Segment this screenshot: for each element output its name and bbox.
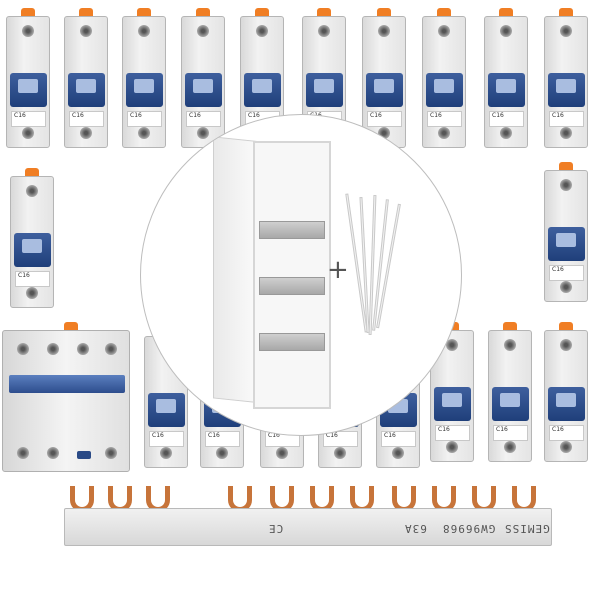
- busbar-brand: GEMISS: [504, 522, 550, 535]
- circuit-breaker: C16: [544, 322, 588, 462]
- breaker-rating-label: C16: [493, 425, 528, 441]
- breaker-rating-label: C16: [186, 111, 221, 127]
- busbar-rating: 63A: [404, 522, 427, 535]
- breaker-rating-label: C16: [427, 111, 462, 127]
- breaker-rating-label: C16: [11, 111, 46, 127]
- breaker-rating-label: C16: [549, 111, 584, 127]
- breaker-rating-label: C16: [381, 431, 416, 447]
- enclosure-door: [213, 136, 257, 403]
- breaker-rating-label: C16: [435, 425, 470, 441]
- cable-ties-accessories: [345, 193, 401, 343]
- busbar-comb: GEMISS GW96968 63A CE: [64, 486, 552, 548]
- busbar-body: [64, 508, 552, 546]
- breaker-rating-label: C16: [489, 111, 524, 127]
- breaker-rating-label: C16: [367, 111, 402, 127]
- circuit-breaker: C16: [181, 8, 225, 148]
- circuit-breaker: C16: [6, 8, 50, 148]
- breaker-rating-label: C16: [549, 425, 584, 441]
- circuit-breaker: C16: [10, 168, 54, 308]
- residual-current-device: [2, 322, 130, 472]
- circuit-breaker: C16: [488, 322, 532, 462]
- breaker-rating-label: C16: [15, 271, 50, 287]
- plus-sign: +: [327, 255, 349, 285]
- breaker-rating-label: C16: [149, 431, 184, 447]
- circuit-breaker: C16: [64, 8, 108, 148]
- breaker-rating-label: C16: [127, 111, 162, 127]
- circuit-breaker: C16: [544, 8, 588, 148]
- enclosure-circle: +: [140, 114, 462, 436]
- circuit-breaker: C16: [544, 162, 588, 302]
- flush-enclosure: [213, 136, 363, 409]
- circuit-breaker: C16: [122, 8, 166, 148]
- busbar-code: GW96968: [442, 522, 496, 535]
- circuit-breaker: C16: [362, 8, 406, 148]
- breaker-rating-label: C16: [205, 431, 240, 447]
- breaker-rating-label: C16: [69, 111, 104, 127]
- breaker-rating-label: C16: [323, 431, 358, 447]
- circuit-breaker: C16: [422, 8, 466, 148]
- busbar-marks: CE: [268, 522, 284, 535]
- circuit-breaker: C16: [484, 8, 528, 148]
- breaker-rating-label: C16: [549, 265, 584, 281]
- enclosure-frame: [253, 141, 331, 409]
